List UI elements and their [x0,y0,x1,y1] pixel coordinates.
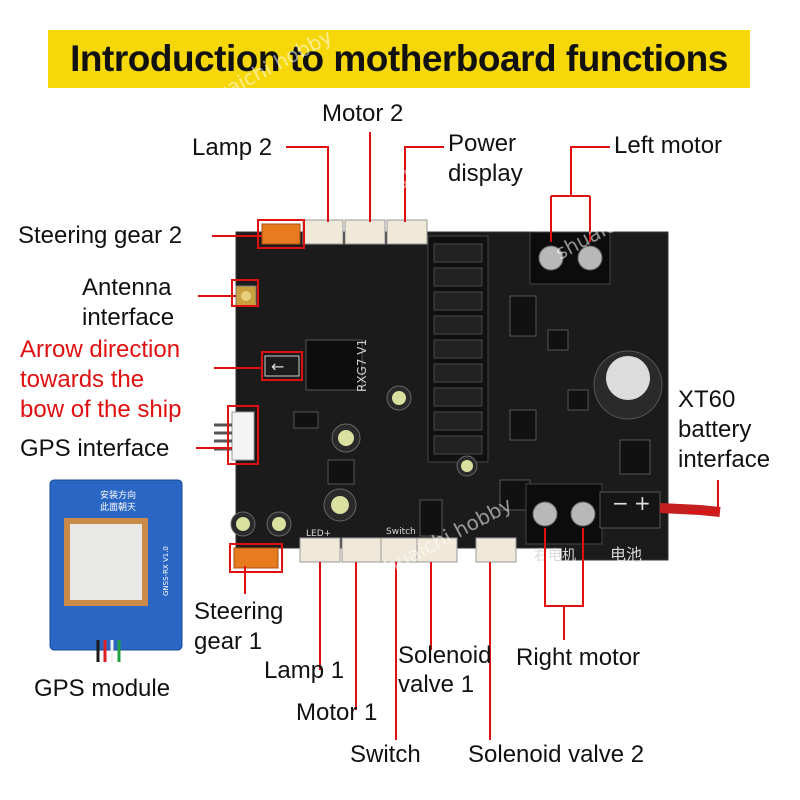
label-solenoid-1b: valve 1 [398,671,475,698]
label-antenna-1: Antenna [82,274,172,301]
switch-silk: Switch [386,527,416,537]
board-model-silk: RXG7 V1 [355,339,369,392]
steering-gear-1-highlight [229,543,283,573]
label-lamp-2: Lamp 2 [192,134,273,161]
callout-lines [196,132,719,740]
svg-text:+: + [634,491,651,515]
label-power-display-2: display [448,160,523,187]
callout-lamp2 [286,146,329,222]
gps-silk-2: 此面朝天 [100,501,136,513]
label-gps-interface: GPS interface [20,435,170,462]
gps-interface-highlight [227,405,259,465]
callout-power-display [404,146,444,222]
label-xt60-3: interface [678,446,771,473]
motherboard: − + ← RXG7 V1 右电机 电池 Switch LED+ [214,219,721,569]
arrow-highlight [261,351,303,381]
page-title: Introduction to motherboard functions [70,38,728,79]
gps-model-silk: GNSS-RX V1.0 [162,546,170,596]
right-motor-silk: 右电机 [534,548,576,564]
label-gps-module: GPS module [34,675,171,702]
label-motor-2: Motor 2 [322,100,404,127]
label-steering-gear-1a: Steering [194,598,284,625]
label-arrow-direction-3: bow of the ship [20,396,182,423]
battery-silk: 电池 [610,545,642,564]
callout-left-motor [550,146,610,242]
label-power-display-1: Power [448,130,517,157]
label-xt60-1: XT60 [678,386,736,413]
label-left-motor: Left motor [614,132,723,159]
label-steering-gear-1b: gear 1 [194,628,263,655]
label-antenna-2: interface [82,304,175,331]
callout-xt60 [688,480,719,513]
title-banner: Introduction to motherboard functions [48,30,750,88]
label-arrow-direction-1: Arrow direction [20,336,181,363]
label-steering-gear-2: Steering gear 2 [18,222,183,249]
label-motor-1: Motor 1 [296,699,378,726]
gps-silk-1: 安装方向 [100,489,136,501]
label-solenoid-1a: Solenoid [398,642,492,669]
steering-gear-2-highlight [257,219,305,249]
svg-text:←: ← [271,357,284,376]
label-lamp-1: Lamp 1 [264,657,345,684]
label-solenoid-2: Solenoid valve 2 [468,741,645,768]
label-arrow-direction-2: towards the [20,366,145,393]
label-switch: Switch [350,741,421,768]
callout-right-motor [544,528,584,640]
label-right-motor: Right motor [516,644,641,671]
label-xt60-2: battery [678,416,752,443]
led-silk: LED+ [306,529,331,539]
svg-text:−: − [612,491,629,515]
gps-module-board: 安装方向 此面朝天 GNSS-RX V1.0 [49,479,183,662]
antenna-highlight [231,279,259,307]
watermark: shuaichi hobby [191,24,336,116]
